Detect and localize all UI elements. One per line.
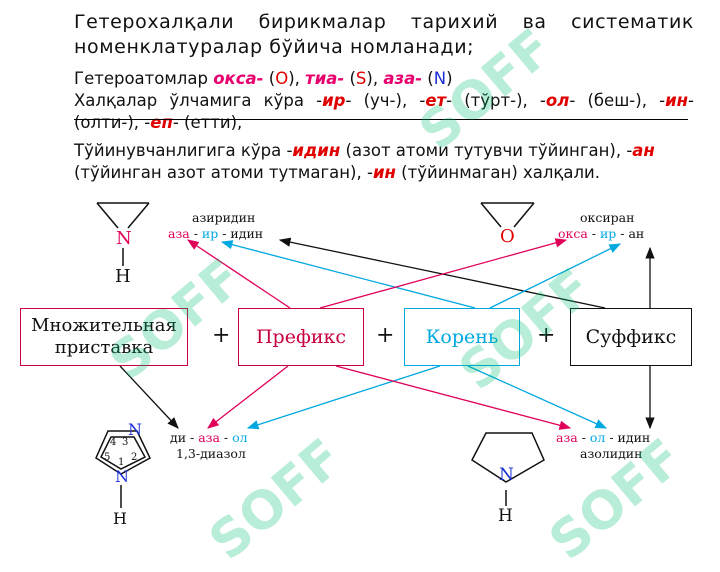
diazole-name: 1,3-диазол [176, 446, 246, 461]
part: аза [168, 226, 190, 241]
plus-sign: + [212, 323, 231, 348]
dash: - [219, 430, 233, 445]
diazole-structure [95, 430, 151, 508]
suffix-ol-text: - (беш-), - [569, 91, 666, 110]
aziridine-n-atom: N [116, 228, 132, 249]
arrow-root-to-ir [220, 240, 476, 309]
symbol-o: O [275, 69, 289, 88]
root-box: Корень [404, 308, 520, 366]
paren: ( [344, 69, 356, 88]
part: окса [558, 226, 588, 241]
part: ир [201, 226, 219, 241]
underline-rule [74, 119, 688, 120]
paren: ), [366, 69, 384, 88]
part: ан [628, 226, 645, 241]
suffix-box: Суффикс [570, 308, 692, 366]
dash: - [186, 430, 199, 445]
saturation-line: Тўйинувчанлигига кўра -идин (азот атоми … [74, 140, 694, 184]
prefix-oksa: окса- [213, 69, 264, 88]
dash: - [577, 430, 590, 445]
arrow-prefix-to-aza-diazole [207, 365, 289, 429]
dash: - [616, 226, 629, 241]
suffix-an-text: (тўйинган азот атоми тутмаган), - [74, 163, 373, 182]
aziridine-h-atom: H [115, 266, 131, 287]
aziridine-name: азиридин [192, 210, 256, 225]
part: идин [617, 430, 651, 445]
oxirane-o-atom: O [500, 226, 515, 247]
multiplier-box: Множительная приставка [20, 308, 188, 366]
prefix-aza: аза- [383, 69, 423, 88]
oxirane-name: оксиран [580, 210, 635, 225]
plus-sign: + [537, 323, 556, 348]
arrow-root-to-ol-diazole [246, 365, 441, 430]
arrow-root-to-ol-azolidine [467, 365, 608, 429]
aziridine-parts: аза - ир - идин [168, 226, 263, 241]
diazole-h-atom: H [113, 509, 127, 528]
azolidine-name: азолидин [580, 446, 643, 461]
prefix-tia: тиа- [305, 69, 345, 88]
suffix-idin-text: (азот атоми тутувчи тўйинган), - [340, 141, 633, 160]
suffix-ir: ир [322, 91, 346, 110]
ring-number: 1 [118, 457, 125, 468]
ring-number: 4 [110, 437, 117, 448]
paren: ), [288, 69, 306, 88]
suffix-ir-text: - (уч-), - [345, 91, 426, 110]
heteroatom-label: Гетероатомлар [74, 69, 214, 88]
dash: - [189, 226, 202, 241]
oxirane-structure [480, 202, 535, 228]
diazole-parts: ди - аза - ол [170, 430, 248, 445]
azolidine-n-atom: N [499, 465, 514, 485]
suffix-in-unsat-text: (тўйинмаган) халқали. [395, 163, 601, 182]
dash: - [587, 226, 600, 241]
azolidine-h-atom: H [498, 506, 513, 526]
suffix-in-unsat: ин [372, 163, 396, 182]
diazole-n1-atom: N [115, 467, 129, 486]
dash: - [218, 226, 231, 241]
part: ир [599, 226, 617, 241]
part: ол [232, 430, 248, 445]
paren: ) [446, 69, 453, 88]
dash: - [605, 430, 618, 445]
ring-number: 3 [122, 437, 129, 448]
suffix-an: ан [632, 141, 655, 160]
suffix-in-text: - (олти-), - [74, 91, 695, 132]
suffix-et-text: - (тўрт-), - [446, 91, 546, 110]
suffix-et: ет [425, 91, 447, 110]
azolidine-parts: аза - ол - идин [556, 430, 650, 445]
intro-paragraph: Гетерохалқали бирикмалар тарихий ва сист… [74, 11, 694, 58]
arrow-prefix-to-aza [187, 239, 291, 309]
diazole-n3-atom: N [128, 420, 142, 439]
arrow-root-to-ir-oxirane [489, 243, 622, 309]
suffix-idin: идин [292, 141, 341, 160]
ring-size-label: Халқалар ўлчамига кўра - [74, 91, 323, 110]
paren: ( [263, 69, 276, 88]
part: ол [589, 430, 606, 445]
saturation-label: Тўйинувчанлигига кўра - [74, 141, 293, 160]
paren: ( [422, 69, 434, 88]
suffix-ep: еп [150, 113, 173, 132]
ring-size-line: Халқалар ўлчамига кўра -ир- (уч-), -ет- … [74, 90, 694, 134]
arrow-prefix-to-oksa [319, 238, 568, 309]
rules-text: Гетероатомлар окса- (O), тиа- (S), аза- … [74, 68, 694, 184]
heteroatom-line: Гетероатомлар окса- (O), тиа- (S), аза- … [74, 68, 694, 90]
part: аза [198, 430, 220, 445]
symbol-s: S [355, 69, 367, 88]
azolidine-structure [471, 432, 545, 506]
ring-number: 5 [104, 452, 111, 463]
ring-number: 2 [131, 452, 138, 463]
suffix-in: ин [665, 91, 689, 110]
plus-sign: + [376, 323, 395, 348]
part: ди [170, 430, 187, 445]
suffix-ol: ол [545, 91, 570, 110]
arrow-multiplier-to-di [119, 365, 179, 429]
suffix-ep-text: - (етти), [172, 113, 243, 132]
symbol-n: N [433, 69, 447, 88]
arrow-prefix-to-aza-azolidine [335, 365, 572, 430]
part: идин [230, 226, 264, 241]
nomenclature-diagram [95, 202, 655, 508]
aziridine-structure [96, 202, 150, 266]
prefix-box: Префикс [238, 308, 364, 366]
oxirane-parts: окса - ир - ан [558, 226, 644, 241]
part: аза [556, 430, 578, 445]
